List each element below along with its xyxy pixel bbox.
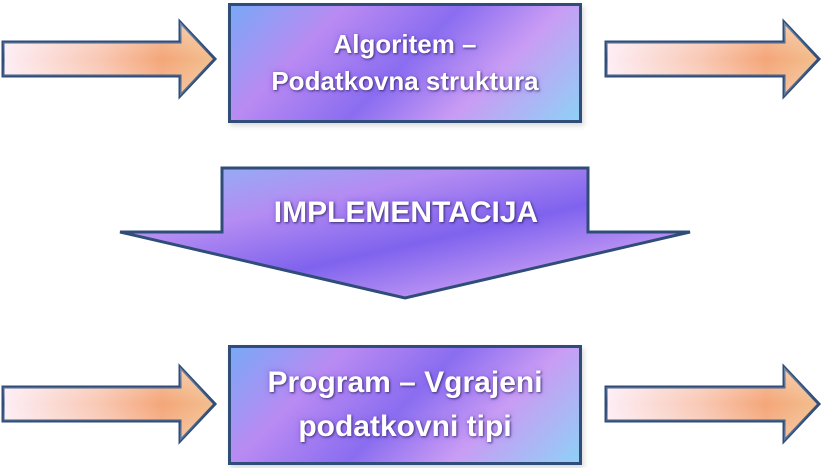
output-arrow-bottom xyxy=(604,363,822,445)
top-box-line-1: Algoritem – xyxy=(333,29,477,59)
output-arrow-top xyxy=(604,18,822,100)
bottom-box-line-1: Program – Vgrajeni xyxy=(267,366,543,399)
bottom-box-line-2: podatkovni tipi xyxy=(298,410,512,443)
program-builtin-types-box: Program – Vgrajeni podatkovni tipi xyxy=(228,345,582,465)
algorithm-data-structure-box: Algoritem – Podatkovna struktura xyxy=(228,3,582,123)
implementation-label: IMPLEMENTACIJA xyxy=(273,196,539,229)
implementation-arrow xyxy=(119,166,691,300)
input-arrow-top xyxy=(1,18,218,100)
top-box-line-2: Podatkovna struktura xyxy=(271,66,539,96)
input-arrow-bottom xyxy=(1,363,218,445)
